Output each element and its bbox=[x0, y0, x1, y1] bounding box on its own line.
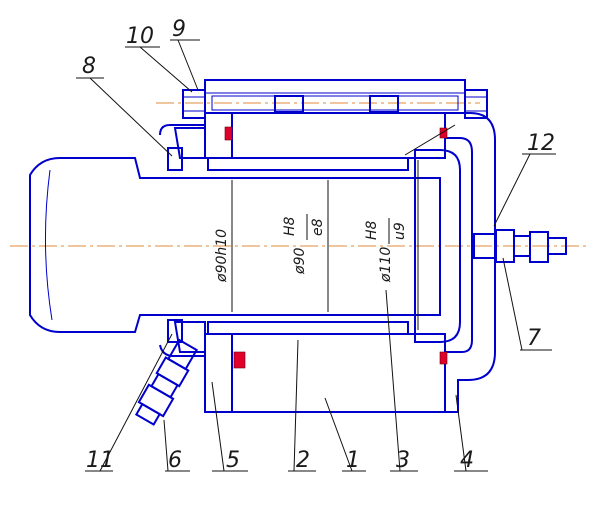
callout-12: 12 bbox=[527, 131, 555, 156]
seal-bottom-left bbox=[233, 351, 246, 369]
dimension-lines bbox=[231, 124, 456, 330]
end-cap bbox=[444, 112, 496, 413]
seal-top-left bbox=[224, 126, 233, 141]
seal-bottom-right bbox=[439, 351, 448, 365]
left-fitting bbox=[134, 338, 199, 426]
callout-4: 4 bbox=[460, 448, 474, 473]
callout-leaders bbox=[76, 39, 556, 472]
part-callouts: 10 9 8 12 7 11 6 5 2 1 3 4 bbox=[82, 17, 555, 473]
outer-fit-top: H8 bbox=[364, 220, 380, 240]
piston-rod bbox=[29, 149, 461, 343]
bore-diameter-label: ø90 bbox=[292, 248, 308, 275]
dimension-labels: ø90h10 ø90 H8 e8 ø110 H8 u9 bbox=[214, 214, 408, 283]
centerlines bbox=[10, 102, 590, 247]
wiper-top bbox=[167, 147, 183, 171]
callout-10: 10 bbox=[126, 24, 154, 49]
callout-8: 8 bbox=[82, 54, 96, 79]
bore-fit-bottom: e8 bbox=[310, 218, 326, 236]
callout-2: 2 bbox=[296, 448, 310, 473]
tie-rod-assembly bbox=[182, 79, 488, 119]
outer-fit-bottom: u9 bbox=[392, 222, 408, 240]
wiper-bottom bbox=[167, 319, 183, 343]
right-fitting bbox=[473, 229, 567, 263]
outer-diameter-label: ø110 bbox=[378, 247, 394, 283]
callout-11: 11 bbox=[86, 448, 114, 473]
callout-6: 6 bbox=[168, 448, 182, 473]
callout-1: 1 bbox=[346, 448, 360, 473]
callout-3: 3 bbox=[396, 448, 410, 473]
callout-5: 5 bbox=[226, 448, 240, 473]
seal-top-right bbox=[439, 127, 448, 139]
shaft-diameter-label: ø90h10 bbox=[214, 229, 230, 283]
seals bbox=[167, 126, 448, 369]
callout-9: 9 bbox=[172, 17, 186, 42]
bore-fit-top: H8 bbox=[282, 216, 298, 236]
callout-7: 7 bbox=[527, 326, 541, 351]
bushing bbox=[207, 157, 409, 335]
